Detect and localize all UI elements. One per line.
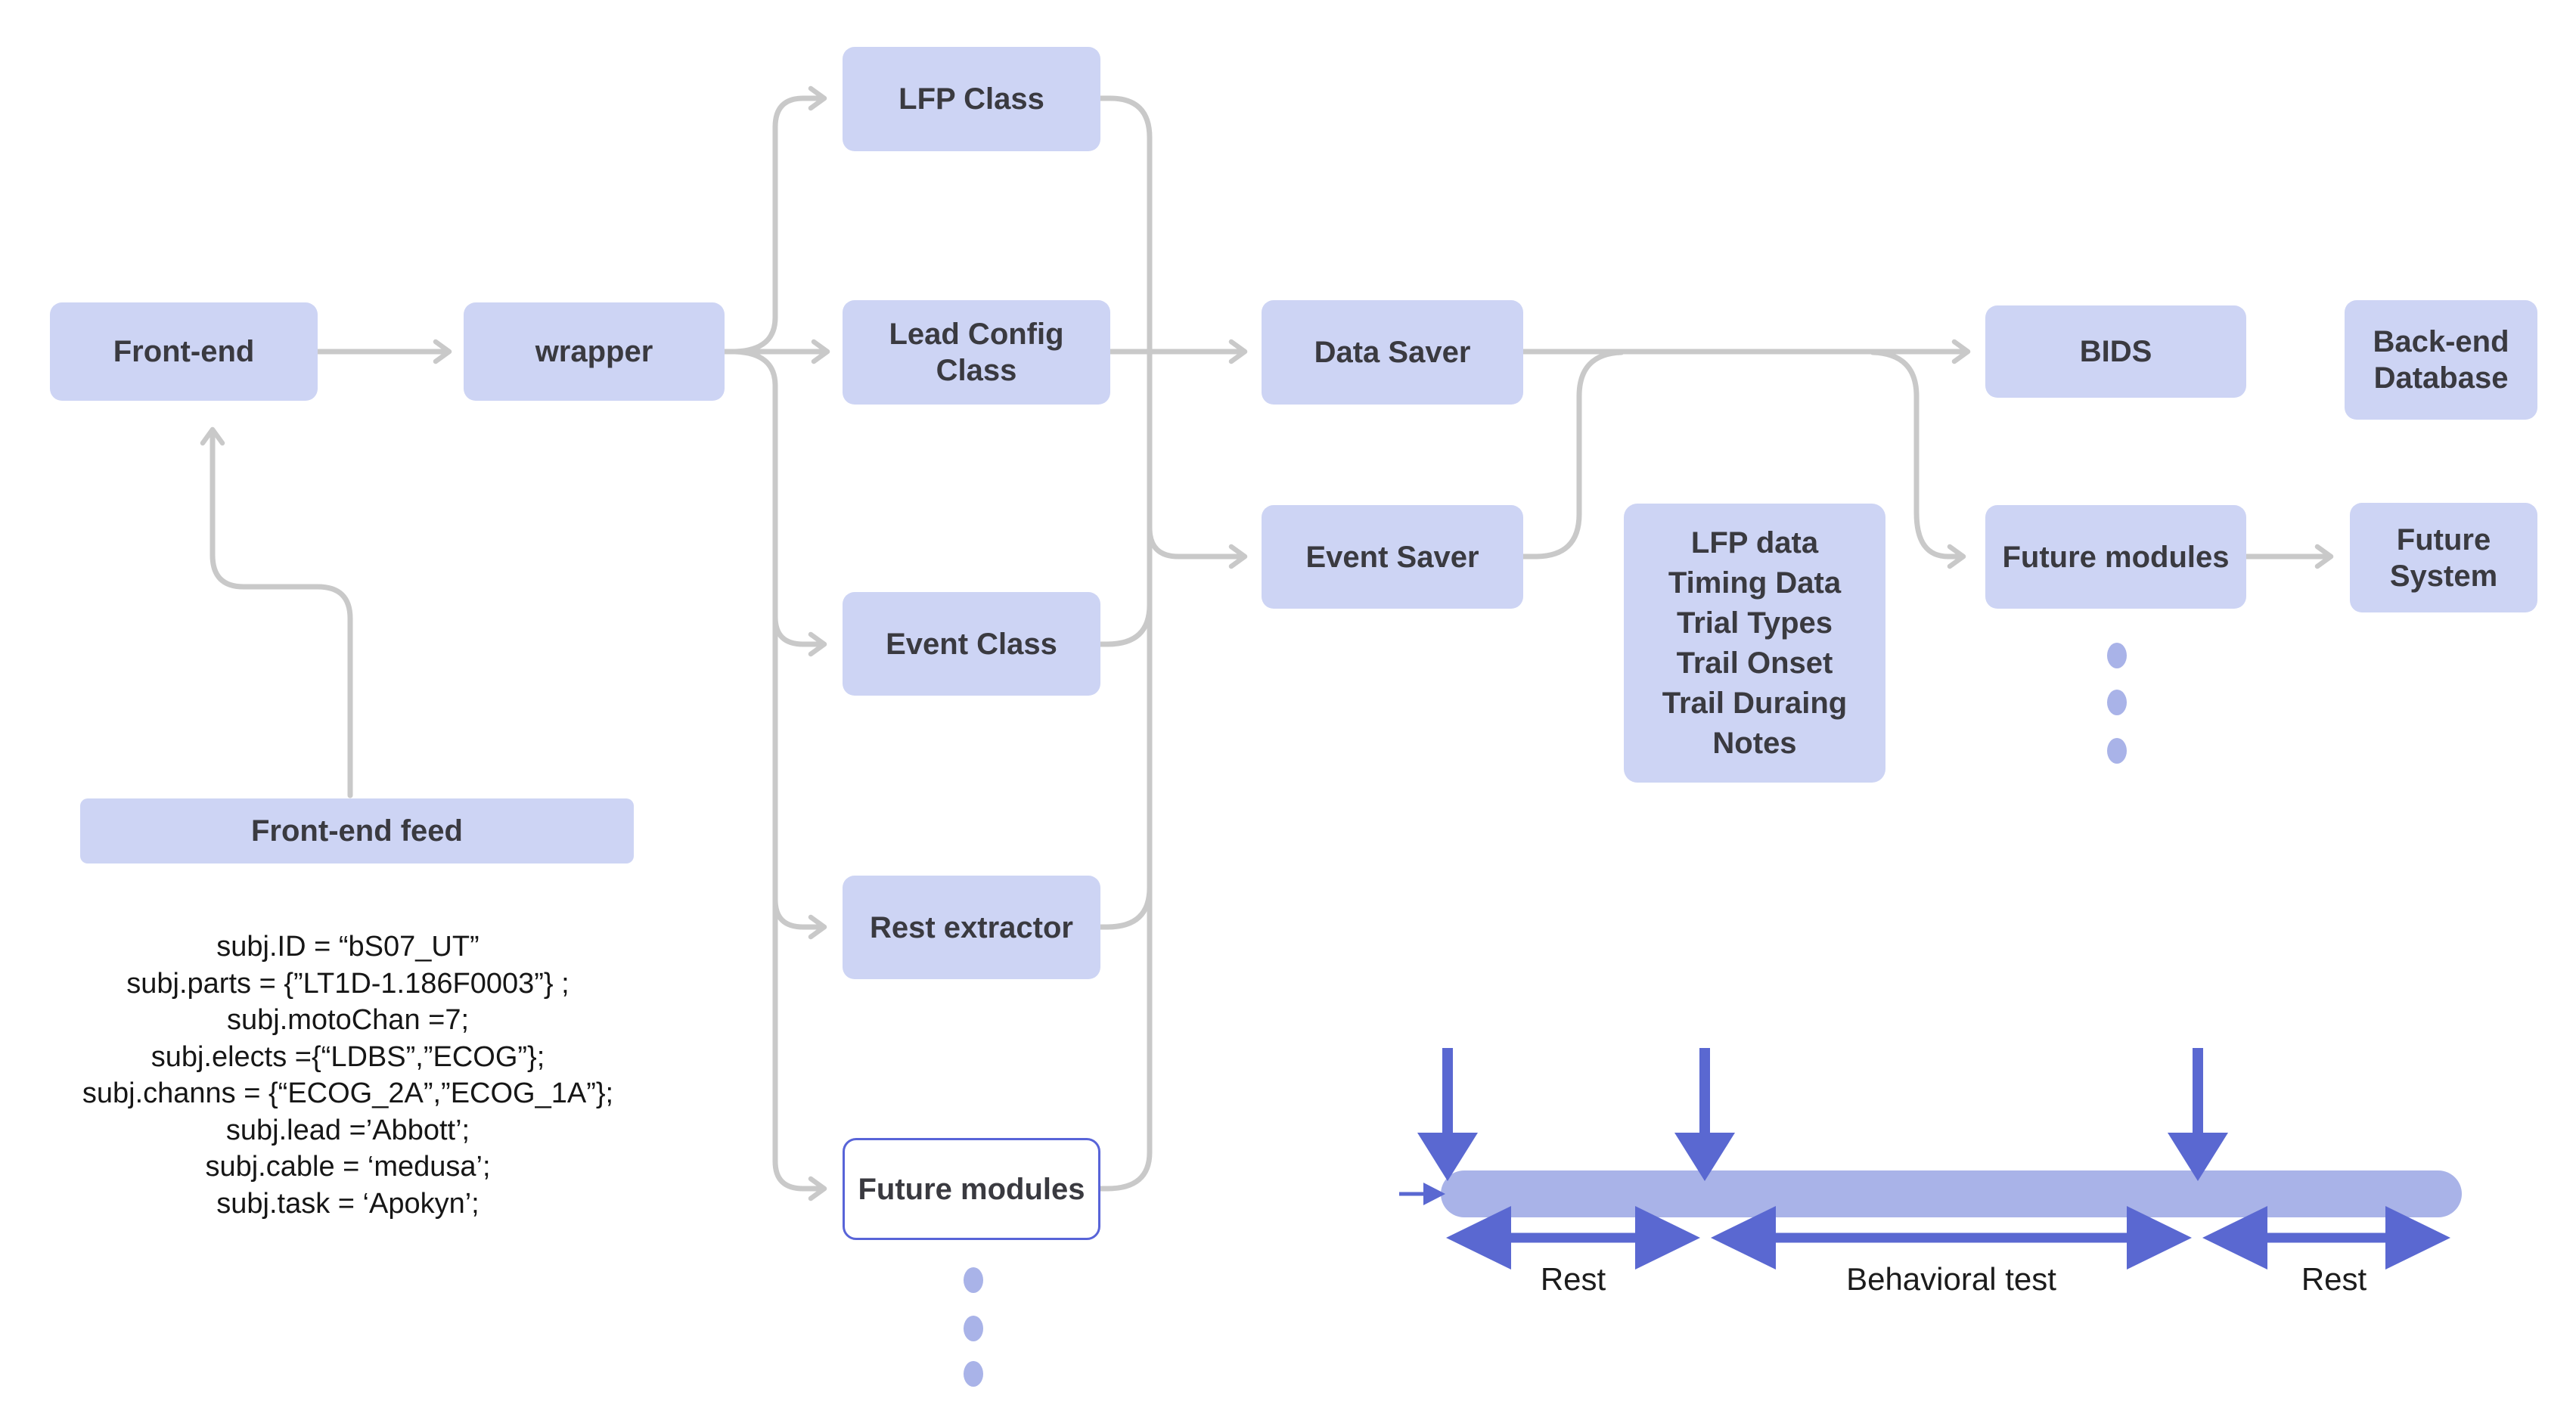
timeline-label-rest-1: Rest xyxy=(1540,1261,1606,1297)
lfp-data-line: Trial Types xyxy=(1676,606,1833,640)
subject-code-block: subj.ID = “bS07_UT” subj.parts = {”LT1D-… xyxy=(72,929,624,1222)
ellipsis-dots-right xyxy=(2107,643,2127,764)
connector-trunk-to-eventsaver xyxy=(1147,525,1248,569)
connector-wrapper-trunk-down xyxy=(732,349,778,1164)
node-backend-database: Back-end Database xyxy=(2345,300,2537,420)
lfp-data-line: Notes xyxy=(1712,726,1797,760)
connector-wrapper-branch-up xyxy=(732,85,827,355)
lfp-data-list-box: LFP data Timing Data Trial Types Trail O… xyxy=(1624,504,1885,783)
node-event-saver: Event Saver xyxy=(1262,505,1523,609)
connector-eventsaver-merge-up xyxy=(1520,349,1625,560)
connector-branch-future-modules xyxy=(772,1158,827,1201)
lfp-data-line: Trail Onset xyxy=(1676,646,1833,680)
node-data-saver: Data Saver xyxy=(1262,300,1523,405)
node-event-class: Event Class xyxy=(843,592,1100,696)
connector-lfp-to-trunk xyxy=(1097,95,1153,336)
code-line: subj.task = ‘Apokyn’; xyxy=(216,1187,480,1220)
node-front-end-feed: Front-end feed xyxy=(80,798,634,863)
connector-feed-to-frontend xyxy=(200,426,353,798)
node-rest-extractor: Rest extractor xyxy=(843,876,1100,979)
node-future-modules-left: Future modules xyxy=(843,1138,1100,1240)
timeline-event-markers xyxy=(1442,1048,2203,1134)
connector-rest-to-trunk xyxy=(1097,885,1153,930)
code-line: subj.lead =’Abbott’; xyxy=(225,1114,470,1146)
node-future-modules-right: Future modules xyxy=(1985,505,2246,609)
code-line: subj.motoChan =7; xyxy=(226,1004,470,1036)
timeline-label-rest-2: Rest xyxy=(2301,1261,2367,1297)
lfp-data-line: Trail Duraing xyxy=(1662,686,1848,720)
connector-branch-rest-extractor xyxy=(772,897,827,940)
timeline-graphic xyxy=(1399,1048,2462,1270)
lfp-data-line: LFP data xyxy=(1690,526,1819,560)
code-line: subj.channs = {“ECOG_2A”,”ECOG_1A”}; xyxy=(82,1077,614,1109)
timeline-bar xyxy=(1441,1170,2462,1217)
code-line: subj.parts = {”LT1D-1.186F0003”} ; xyxy=(126,967,570,1000)
connector-branch-event-class xyxy=(772,614,827,657)
lfp-data-line: Timing Data xyxy=(1668,566,1842,600)
node-lfp-class: LFP Class xyxy=(843,47,1100,151)
code-line: subj.ID = “bS07_UT” xyxy=(216,931,480,963)
connector-branch-to-futuremodules xyxy=(1870,349,1966,569)
node-lead-config-class: Lead Config Class xyxy=(843,300,1110,405)
ellipsis-dots-left xyxy=(964,1267,983,1387)
node-front-end: Front-end xyxy=(50,302,318,401)
connector-future-to-trunk xyxy=(1097,1149,1153,1192)
timeline-label-behavioral-test: Behavioral test xyxy=(1846,1261,2056,1297)
connector-eventclass-to-trunk xyxy=(1097,602,1153,647)
code-line: subj.cable = ‘medusa’; xyxy=(205,1151,491,1183)
node-bids: BIDS xyxy=(1985,305,2246,398)
node-wrapper: wrapper xyxy=(464,302,725,401)
code-line: subj.elects ={“LDBS”,”ECOG”}; xyxy=(151,1040,545,1073)
node-future-system: Future System xyxy=(2350,503,2537,612)
